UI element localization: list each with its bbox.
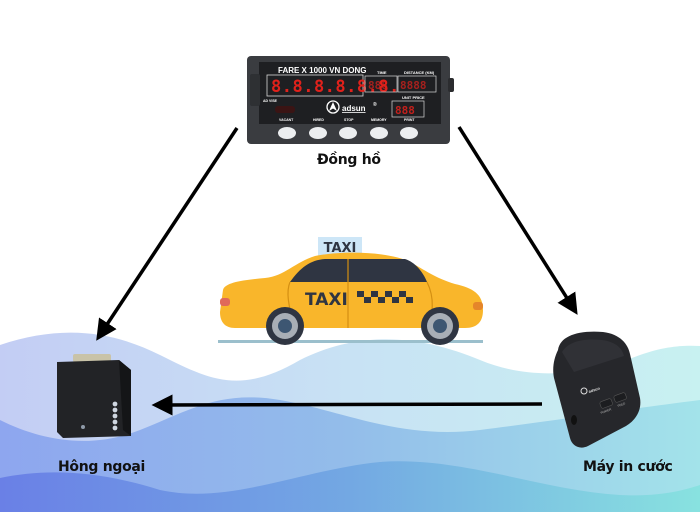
taxi-roof-sign-text: TAXI (324, 241, 357, 256)
printer-logo-icon (580, 387, 588, 395)
taxi-door-text: TAXI (305, 290, 348, 310)
front-wheel (421, 307, 459, 345)
printer-label: Máy in cước (583, 459, 673, 475)
feed-label: FEED (617, 401, 627, 408)
button-label-stop: STOP (344, 118, 354, 122)
hired-button[interactable] (309, 127, 327, 139)
button-label-hired: HIRED (313, 118, 324, 122)
power-button[interactable] (599, 398, 613, 409)
wave-front (0, 461, 700, 512)
infrared-label: Hông ngoại (58, 459, 146, 475)
distance-label: DISTANCE (KM) (404, 70, 435, 75)
arrow-meter-to-printer (457, 126, 578, 315)
taxi-windows (290, 259, 427, 282)
printer-device: adsun POWER FEED (548, 328, 648, 450)
stop-button[interactable] (339, 127, 357, 139)
meter-brand: adsun (342, 104, 366, 113)
meter-label: Đồng hồ (317, 152, 381, 168)
button-label-vacant: VACANT (279, 118, 294, 122)
indicator-leds (112, 401, 118, 431)
checker-pattern (357, 291, 413, 303)
feed-button[interactable] (613, 392, 627, 403)
print-button[interactable] (400, 127, 418, 139)
adsun-logo-icon (326, 100, 340, 114)
meter-header: FARE X 1000 VN DONG (278, 66, 366, 75)
time-label: TIME (377, 70, 387, 75)
infrared-body (57, 360, 131, 438)
taxi-meter-device: FARE X 1000 VN DONG 8.8.8.8.8.8. TIME 88… (247, 56, 457, 146)
taxi-illustration: TAXI TAXI (215, 232, 490, 347)
infrared-device (53, 352, 138, 442)
printer-brand: adsun (588, 385, 601, 394)
arrow-printer-to-infrared (151, 394, 543, 416)
button-label-print: PRINT (404, 118, 415, 122)
svg-text:®: ® (373, 101, 377, 108)
ad-label: AD VISE (263, 99, 278, 103)
taxi-ground (218, 340, 483, 343)
arrow-meter-to-infrared (96, 127, 239, 341)
vacant-button[interactable] (278, 127, 296, 139)
distance-display: 8888 (400, 79, 427, 92)
taxi-roof-sign (318, 237, 362, 256)
unit-price-display: 888 (395, 104, 415, 117)
memory-button[interactable] (370, 127, 388, 139)
unit-price-label: UNIT PRICE (402, 95, 425, 100)
rear-wheel (266, 307, 304, 345)
power-label: POWER (600, 407, 613, 415)
time-display: 888 (368, 79, 388, 92)
button-label-memory: MEMORY (371, 118, 387, 122)
